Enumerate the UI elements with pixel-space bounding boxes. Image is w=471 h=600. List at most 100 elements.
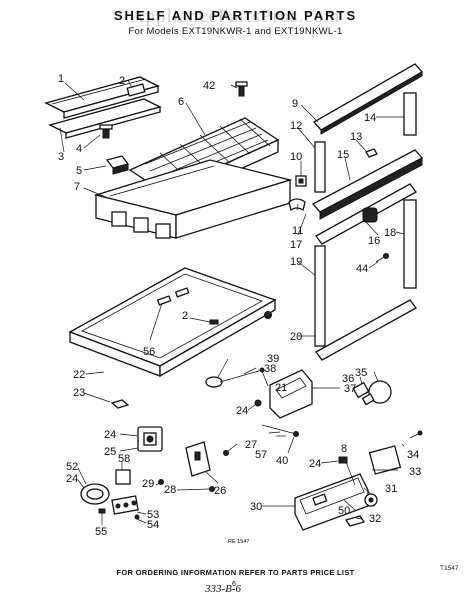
callout-24: 24	[66, 473, 78, 485]
callout-30: 30	[250, 501, 262, 513]
callout-15: 15	[337, 149, 349, 161]
callout-37: 37	[344, 383, 356, 395]
top-partition-strip	[312, 63, 424, 135]
callout-10: 10	[290, 151, 302, 163]
shelf-screw	[99, 124, 113, 139]
control-knob-dial	[205, 376, 223, 388]
callout-2: 2	[119, 75, 125, 87]
callout-36: 36	[342, 373, 354, 385]
lamp-socket-lower	[364, 493, 378, 507]
left-vertical-divider-upper	[314, 141, 326, 193]
wire-connector	[344, 515, 366, 527]
callout-28: 28	[164, 484, 176, 496]
callout-22: 22	[73, 369, 85, 381]
callout-24: 24	[309, 458, 321, 470]
callout-20: 20	[290, 331, 302, 343]
clip-small	[98, 508, 106, 514]
callout-58: 58	[118, 453, 130, 465]
callout-35: 35	[355, 367, 367, 379]
callout-42: 42	[203, 80, 215, 92]
callout-44: 44	[356, 263, 368, 275]
callout-52: 52	[66, 461, 78, 473]
diagram-title: SHELF AND PARTITION PARTS	[113, 8, 358, 23]
control-housing	[269, 369, 313, 419]
callout-18: 18	[384, 227, 396, 239]
shelf-trim-strip-lower	[48, 98, 162, 139]
callout-9: 9	[292, 98, 298, 110]
shelf-glide	[156, 287, 190, 306]
callout-6: 6	[178, 96, 184, 108]
partition-bracket-small	[288, 198, 306, 212]
switch-screw	[409, 430, 423, 439]
callout-21: 21	[275, 382, 287, 394]
callout-29: 29	[142, 478, 154, 490]
callout-25: 25	[104, 446, 116, 458]
lower-frame-right	[403, 199, 417, 289]
callout-3: 3	[58, 151, 64, 163]
overload-protector	[80, 483, 110, 505]
callout-24: 24	[104, 429, 116, 441]
light-bulb	[361, 380, 392, 406]
partition-bracket	[295, 175, 307, 187]
callout-40: 40	[276, 455, 288, 467]
callout-4: 4	[76, 143, 82, 155]
callout-1: 1	[58, 73, 64, 85]
callout-12: 12	[290, 120, 302, 132]
light-switch	[368, 445, 402, 475]
callout-16: 16	[368, 235, 380, 247]
glass-shelf-frame	[68, 267, 277, 378]
callout-34: 34	[407, 449, 419, 461]
callout-38: 38	[264, 363, 276, 375]
center-mullion	[311, 149, 424, 220]
leader-lines	[59, 79, 405, 525]
callout-31: 31	[385, 483, 397, 495]
relay-housing	[115, 469, 131, 485]
lower-frame-left	[314, 245, 326, 347]
callout-24: 24	[236, 405, 248, 417]
lower-frame-bottom	[315, 299, 417, 361]
callout-57: 57	[255, 449, 267, 461]
control-link	[261, 424, 299, 437]
callout-2: 2	[182, 310, 188, 322]
callout-27: 27	[245, 439, 257, 451]
shelf-bracket-block	[105, 155, 130, 175]
watermark: AppliancePartsPros.com	[130, 6, 341, 27]
thermostat	[137, 426, 163, 452]
callout-26: 26	[214, 485, 226, 497]
light-housing	[294, 473, 369, 531]
frame-fastener	[375, 253, 389, 263]
callout-19: 19	[290, 256, 302, 268]
drawing-reference: RE 1547	[228, 539, 250, 545]
right-vertical-divider-upper	[403, 92, 417, 136]
light-socket	[352, 381, 370, 399]
callout-labels: 1 2 2 3 4 5 6 7 8 9 10 11 12 13 14 15 16…	[58, 73, 421, 538]
callout-54: 54	[147, 519, 159, 531]
shelf-bumper	[110, 399, 130, 409]
callout-55: 55	[95, 526, 107, 538]
callout-56: 56	[143, 346, 155, 358]
cold-control-bracket	[185, 441, 211, 477]
page-number: 6	[232, 581, 236, 588]
glass-shelf-screw	[209, 319, 219, 325]
crisper-cover-frame	[93, 159, 293, 239]
callout-14: 14	[364, 112, 376, 124]
document-code: 333-B-6	[205, 583, 242, 595]
callout-11: 11	[292, 225, 303, 237]
damper-knob	[362, 207, 378, 223]
terminal-block	[111, 495, 139, 515]
callout-32: 32	[369, 513, 381, 525]
thermostat-screw	[254, 399, 262, 407]
callout-8: 8	[341, 443, 347, 455]
shelf-support-screw	[235, 81, 248, 97]
shelf-end-cap	[264, 311, 272, 319]
figure-code: T1547	[440, 565, 459, 572]
callout-50: 50	[338, 505, 350, 517]
callout-17: 17	[290, 239, 302, 251]
callout-7: 7	[74, 181, 80, 193]
terminal-screw-small	[134, 514, 140, 520]
callout-23: 23	[73, 387, 85, 399]
callout-5: 5	[76, 165, 82, 177]
callout-13: 13	[350, 131, 362, 143]
